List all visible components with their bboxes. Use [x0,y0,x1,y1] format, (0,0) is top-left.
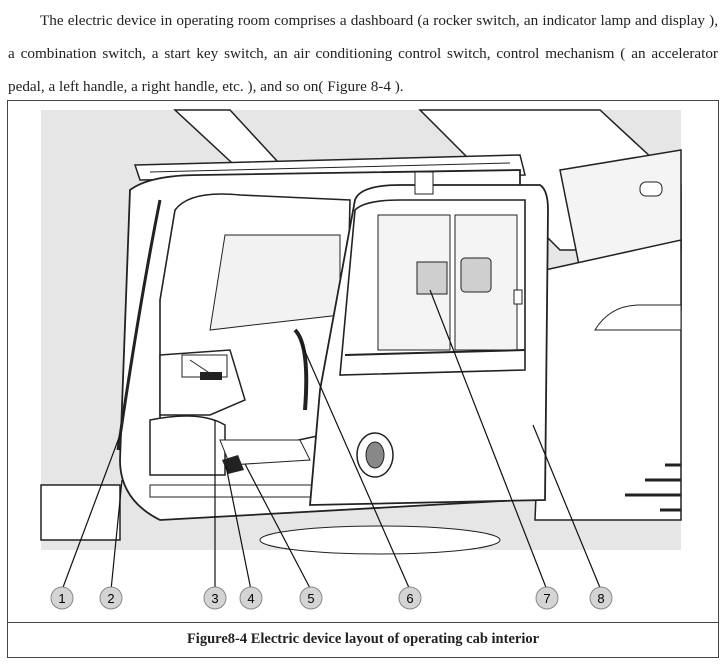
callout-8: 8 [589,586,613,610]
callout-2: 2 [99,586,123,610]
floor-panel [219,439,311,466]
intro-paragraph: The electric device in operating room co… [8,4,718,103]
svg-text:3: 3 [211,591,218,606]
platform-left [40,484,121,541]
pedal [222,455,244,474]
callout-7: 7 [535,586,559,610]
svg-text:4: 4 [247,591,254,606]
svg-text:2: 2 [107,591,114,606]
front-window [209,234,341,331]
callout-4: 4 [239,586,263,610]
turntable [259,525,501,555]
callout-1: 1 [50,586,74,610]
svg-text:5: 5 [307,591,314,606]
left-handle-base [149,415,226,476]
callout-3: 3 [203,586,227,610]
right-handle [293,328,309,411]
figure-caption: Figure8-4 Electric device layout of oper… [7,622,719,658]
body-recess [594,304,682,331]
svg-text:7: 7 [543,591,550,606]
machine-body [534,239,682,521]
handrail [116,199,162,451]
svg-text:8: 8 [597,591,604,606]
callout-group: 1 2 3 4 5 6 7 8 [50,586,613,610]
control-panel-box [416,261,448,295]
intro-paragraph-text: The electric device in operating room co… [8,12,718,95]
callout-6: 6 [398,586,422,610]
svg-text:6: 6 [406,591,413,606]
callout-5: 5 [299,586,323,610]
arm-slot [639,181,663,197]
leader-lines [61,289,602,591]
svg-text:1: 1 [58,591,65,606]
